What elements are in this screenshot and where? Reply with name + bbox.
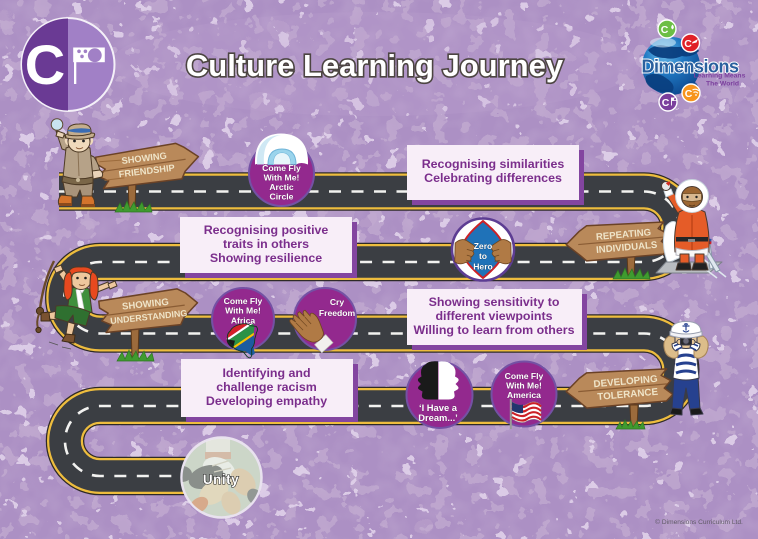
svg-text:INDIVIDUALS: INDIVIDUALS	[596, 240, 659, 256]
svg-text:Arctic: Arctic	[269, 182, 294, 192]
svg-text:With Me!: With Me!	[264, 173, 300, 183]
svg-text:Unity: Unity	[203, 472, 239, 487]
svg-text:Dream...’: Dream...’	[418, 412, 458, 423]
svg-text:Dimensions: Dimensions	[641, 57, 739, 77]
svg-text:Hero: Hero	[473, 262, 493, 272]
svg-text:C: C	[661, 24, 669, 36]
svg-text:Zero: Zero	[474, 241, 493, 251]
svg-text:‘I Have a: ‘I Have a	[419, 402, 458, 413]
svg-text:C: C	[25, 33, 65, 96]
svg-text:America: America	[507, 390, 541, 400]
svg-text:Come Fly: Come Fly	[505, 371, 544, 381]
svg-text:Come Fly: Come Fly	[224, 296, 263, 306]
svg-text:C: C	[684, 38, 692, 50]
svg-text:to: to	[479, 251, 487, 261]
svg-text:Come Fly: Come Fly	[262, 163, 301, 173]
svg-text:SHOWING: SHOWING	[122, 297, 170, 313]
svg-text:C: C	[685, 88, 693, 100]
svg-text:The World: The World	[706, 81, 739, 88]
svg-text:With Me!: With Me!	[225, 306, 261, 316]
svg-text:© Dimensions Curriculum Ltd.: © Dimensions Curriculum Ltd.	[655, 518, 743, 526]
svg-text:Africa: Africa	[231, 316, 256, 326]
svg-text:REPEATING: REPEATING	[596, 227, 652, 243]
svg-text:C: C	[662, 97, 670, 109]
svg-text:TOLERANCE: TOLERANCE	[597, 387, 659, 403]
svg-text:Circle: Circle	[270, 192, 294, 202]
svg-text:Freedom: Freedom	[319, 308, 356, 318]
svg-text:With Me!: With Me!	[506, 381, 542, 391]
svg-text:Culture Learning Journey: Culture Learning Journey	[186, 48, 564, 83]
svg-text:Cry: Cry	[330, 297, 345, 307]
svg-text:Learning Means: Learning Means	[694, 73, 746, 80]
